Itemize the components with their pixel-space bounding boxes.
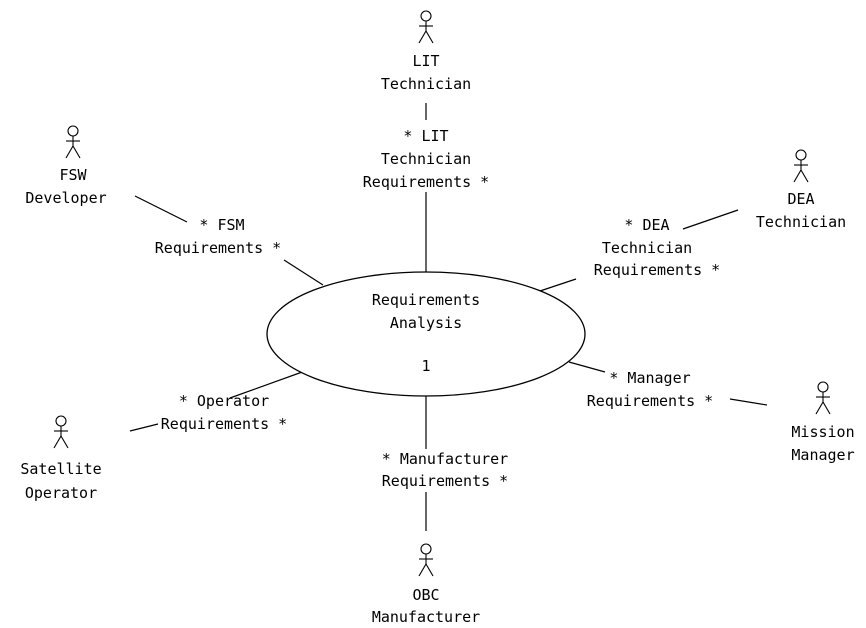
actor-icon-dea-technician[interactable] <box>793 149 809 183</box>
actor-satellite-operator-line2: Operator <box>25 484 97 502</box>
actor-icon-obc-manufacturer[interactable] <box>418 543 434 577</box>
use-case-multiplicity: 1 <box>421 357 430 375</box>
association-line-operator <box>229 370 306 399</box>
assoc-manager-label-line1: * Manager <box>609 369 690 387</box>
assoc-fsm-label-line2: Requirements * <box>155 239 281 257</box>
actor-dea-technician-line1: DEA <box>787 190 814 208</box>
use-case-name-line2: Analysis <box>390 314 462 332</box>
assoc-dea-label-line2: Technician <box>602 239 692 257</box>
association-line-fsw <box>134 195 188 223</box>
association-line-manager-usecase <box>568 361 606 373</box>
actor-lit-technician-line2: Technician <box>381 75 471 93</box>
actor-obc-manufacturer-line2: Manufacturer <box>372 608 480 626</box>
actor-icon-satellite-operator[interactable] <box>53 415 69 449</box>
actor-icon-lit-technician[interactable] <box>418 10 434 44</box>
assoc-dea-label-line1: * DEA <box>624 216 669 234</box>
actor-mission-manager-line2: Manager <box>791 446 854 464</box>
association-line-fsm <box>283 259 324 286</box>
association-line-dea-actor <box>682 209 739 230</box>
association-line-satellite <box>129 423 159 432</box>
use-case-ellipse[interactable] <box>266 271 586 397</box>
assoc-lit-label-line3: Requirements * <box>363 173 489 191</box>
assoc-dea-label-line3: Requirements * <box>594 261 720 279</box>
association-line-dea-usecase <box>539 278 577 292</box>
use-case-name-line1: Requirements <box>372 291 480 309</box>
actor-fsw-developer-line2: Developer <box>25 189 106 207</box>
actor-dea-technician-line2: Technician <box>756 213 846 231</box>
assoc-operator-label-line1: * Operator <box>179 392 269 410</box>
assoc-lit-label-line1: * LIT <box>403 127 448 145</box>
actor-lit-technician-line1: LIT <box>412 52 439 70</box>
actor-fsw-developer-line1: FSW <box>59 166 87 184</box>
assoc-manufacturer-label-line2: Requirements * <box>382 472 508 490</box>
actor-obc-manufacturer-line1: OBC <box>412 586 439 604</box>
actor-icon-fsw-developer[interactable] <box>65 125 81 159</box>
assoc-operator-label-line2: Requirements * <box>161 415 287 433</box>
association-line-mission <box>729 398 768 406</box>
actor-mission-manager-line1: Mission <box>791 423 854 441</box>
assoc-lit-label-line2: Technician <box>381 150 471 168</box>
actor-icon-mission-manager[interactable] <box>815 381 831 415</box>
assoc-fsm-label-line1: * FSM <box>199 216 244 234</box>
assoc-manager-label-line2: Requirements * <box>587 392 713 410</box>
actor-satellite-operator-line1: Satellite <box>20 460 101 478</box>
assoc-manufacturer-label-line1: * Manufacturer <box>382 450 508 468</box>
